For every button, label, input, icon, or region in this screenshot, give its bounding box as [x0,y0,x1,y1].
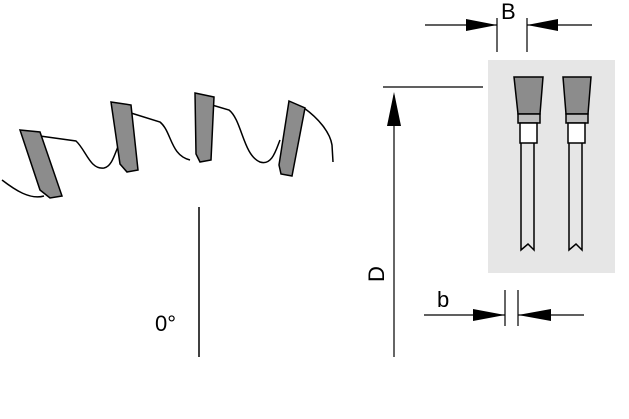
blade-tooth [18,129,63,199]
tooth-tip [562,76,592,115]
tooth-tip [513,76,544,115]
blade-teeth-profile: 0° [1,92,334,357]
kerf-width-label: B [501,0,516,24]
tooth-section-panel [488,60,615,273]
dimension-D: D [364,86,483,357]
dimension-b: b [424,287,584,326]
diameter-label: D [364,266,389,282]
blade-tooth [194,92,215,163]
plate-thickness-label: b [437,287,449,312]
dimension-B: B [425,0,592,52]
angle-label: 0° [155,311,176,336]
blade-tooth [278,99,306,177]
tooth-section-left [513,76,544,252]
tooth-section-right [562,76,592,252]
blade-outline [1,104,334,198]
section-background [488,60,615,273]
blade-tooth [110,101,139,173]
